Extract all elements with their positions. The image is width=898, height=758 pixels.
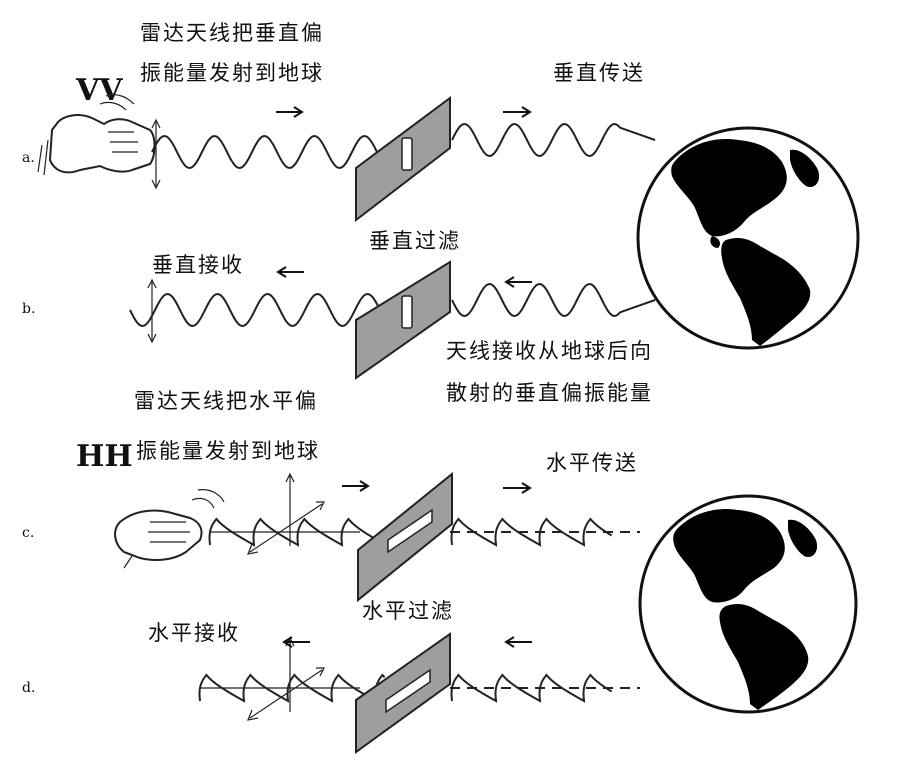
backscatter-line2: 散射的垂直偏振能量	[446, 381, 653, 405]
hh-label: HH	[76, 439, 133, 474]
globe-icon	[636, 126, 860, 350]
row-a-label: a.	[22, 150, 35, 166]
transmit-wave-c1	[208, 517, 388, 547]
vv-emit-line1: 雷达天线把垂直偏	[140, 21, 324, 45]
filter-plate-icon	[357, 471, 453, 603]
receive-wave-b1	[129, 292, 401, 328]
filter-plate-icon	[355, 260, 451, 380]
filter-plate-icon	[355, 632, 451, 754]
transmit-wave-a1	[151, 134, 401, 170]
arrow-icon	[276, 106, 532, 118]
vv-emit-line2: 振能量发射到地球	[140, 61, 324, 85]
vv-label: VV	[75, 73, 123, 108]
arrow-icon	[276, 266, 532, 288]
vertical-axis-icon	[147, 278, 157, 344]
receive-wave-b2	[451, 282, 656, 318]
vertical-receive-label: 垂直接收	[152, 253, 244, 277]
vertical-axis-icon	[151, 118, 161, 190]
row-c-label: c.	[22, 525, 34, 541]
horizontal-receive-label: 水平接收	[148, 621, 240, 645]
horizontal-filter-label: 水平过滤	[362, 599, 454, 623]
horizontal-transmit-label: 水平传送	[546, 451, 638, 475]
vertical-filter-label: 垂直过滤	[369, 229, 461, 253]
axes-icon	[247, 472, 325, 555]
receive-wave-d1	[198, 673, 386, 703]
hh-emit-line1: 雷达天线把水平偏	[134, 389, 318, 413]
row-d-label: d.	[22, 680, 35, 696]
axes-icon	[247, 636, 325, 721]
hand-icon	[114, 489, 225, 569]
arrow-icon	[282, 636, 532, 648]
transmit-wave-a2	[451, 122, 656, 158]
vertical-transmit-label: 垂直传送	[553, 61, 645, 85]
receive-wave-d2	[450, 673, 613, 703]
transmit-wave-c2	[450, 517, 613, 547]
arrow-icon	[342, 480, 532, 494]
row-b-label: b.	[22, 301, 35, 317]
globe-icon	[638, 494, 858, 714]
filter-plate-icon	[355, 96, 451, 223]
hh-emit-line2: 振能量发射到地球	[136, 439, 320, 463]
backscatter-line1: 天线接收从地球后向	[446, 339, 653, 363]
